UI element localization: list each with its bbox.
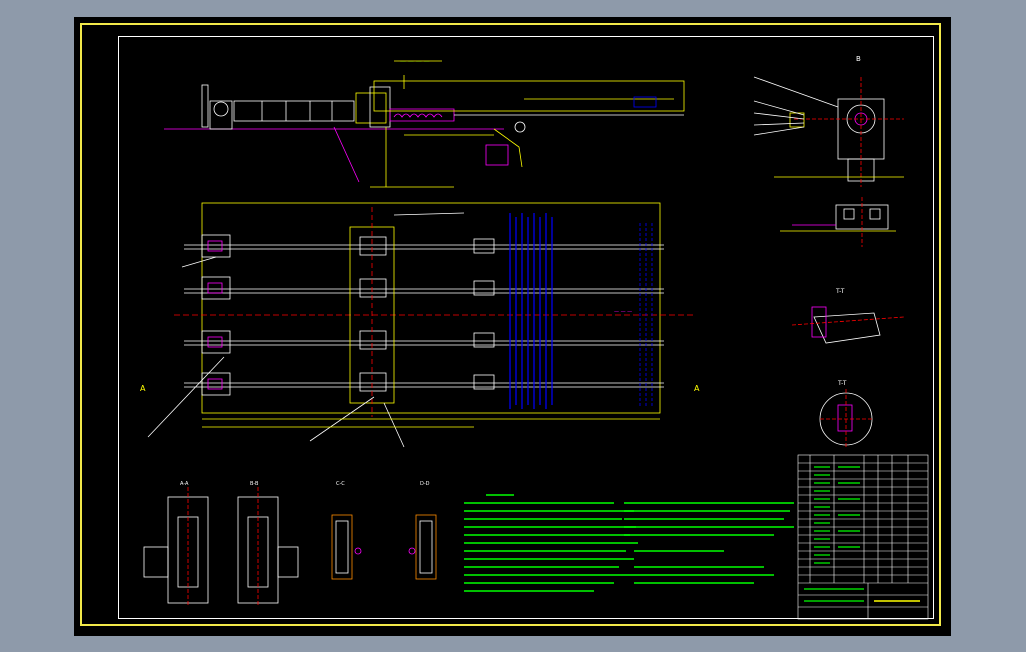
plan-view: — — — [140, 202, 700, 448]
section-view-d: D-D [408, 481, 437, 580]
technical-notes [464, 494, 794, 592]
section-mark-cc: C-C [336, 481, 345, 487]
section-view-a: A-A [143, 481, 209, 607]
side-view-arm: T-T [791, 288, 905, 344]
svg-text:— — —: — — — [614, 309, 632, 315]
plan-left-mark: A [140, 384, 146, 393]
parts-list-text [804, 466, 864, 602]
svg-text:— — — —: — — — — [400, 58, 430, 65]
section-mark-b: B [856, 55, 861, 63]
elevation-view: — — — — [164, 58, 685, 188]
section-mark-tt2: T-T [837, 380, 847, 387]
section-mark-tt1: T-T [835, 288, 845, 295]
section-mark-dd: D-D [420, 481, 430, 487]
cad-drawing: — — — — — — — [140, 55, 929, 620]
section-view-b: B-B [237, 481, 299, 607]
side-view-top: B [753, 55, 904, 187]
inner-frame [118, 36, 934, 619]
plan-right-mark: A [694, 384, 700, 393]
side-view-disc: T-T [819, 380, 873, 449]
drawing-sheet: — — — — — — — [74, 17, 951, 636]
parts-list [797, 454, 929, 620]
section-view-c: C-C [331, 481, 362, 580]
side-view-clamp [780, 197, 896, 247]
outer-frame [80, 23, 941, 626]
section-mark-bb: B-B [250, 481, 259, 487]
section-mark-aa: A-A [180, 481, 189, 487]
